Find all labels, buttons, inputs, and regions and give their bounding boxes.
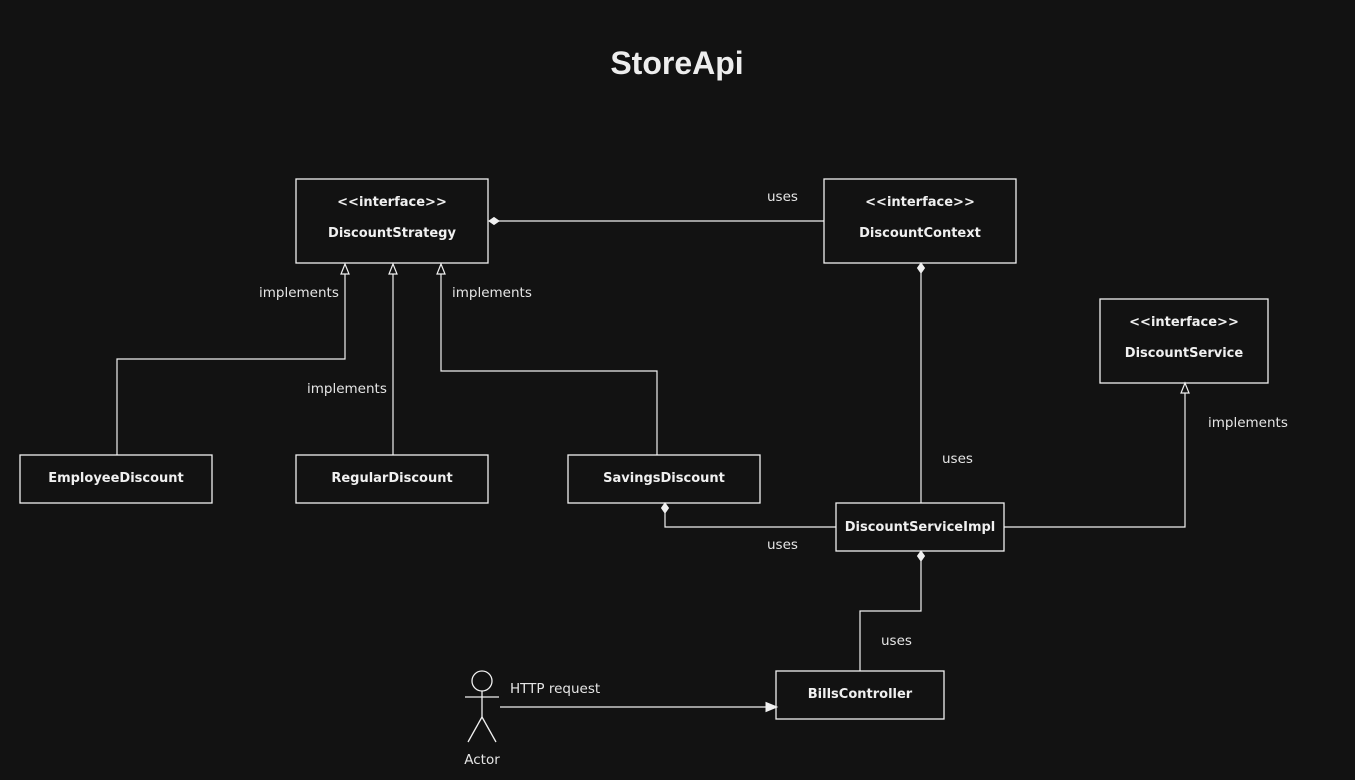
- class-name: DiscountServiceImpl: [845, 520, 996, 535]
- edge-label-implements: implements: [452, 285, 532, 301]
- class-box-employee-discount[interactable]: EmployeeDiscount: [19, 454, 213, 504]
- realization-arrow-marker: [436, 262, 446, 275]
- edge-label-uses: uses: [767, 537, 798, 553]
- realization-arrow-marker: [1180, 381, 1190, 394]
- realization-arrow-marker: [340, 262, 350, 275]
- box-outline: [1099, 298, 1269, 384]
- edge-label-uses: uses: [881, 633, 912, 649]
- class-box-savings-discount[interactable]: SavingsDiscount: [567, 454, 761, 504]
- edge-label-implements: implements: [307, 381, 387, 397]
- actor-right-leg: [481, 716, 497, 743]
- edge-line: [664, 513, 836, 528]
- composition-diamond-marker: [916, 262, 926, 274]
- box-outline: [823, 178, 1017, 264]
- actor-label: Actor: [464, 752, 500, 768]
- box-outline: [567, 454, 761, 504]
- edge-line: [116, 274, 346, 455]
- box-outline: [295, 454, 489, 504]
- edge-label-implements: implements: [259, 285, 339, 301]
- class-box-discount-context[interactable]: <<interface>> DiscountContext: [823, 178, 1017, 264]
- edge-actor-request: HTTP request: [500, 681, 779, 713]
- class-name: SavingsDiscount: [603, 471, 725, 486]
- class-name: DiscountContext: [859, 226, 981, 241]
- stereotype-label: <<interface>>: [337, 195, 447, 210]
- diagram-title: StoreApi: [610, 45, 743, 81]
- composition-diamond-marker: [488, 216, 500, 226]
- edge-line: [859, 561, 922, 671]
- actor-head: [471, 670, 493, 692]
- class-name: EmployeeDiscount: [48, 471, 184, 486]
- edge-label-uses: uses: [942, 451, 973, 467]
- class-box-bills-controller[interactable]: BillsController: [775, 670, 945, 720]
- edge-impl-uses-savings: uses: [660, 502, 836, 553]
- edge-impl-implements-service: implements: [1004, 381, 1288, 528]
- stereotype-label: <<interface>>: [865, 195, 975, 210]
- edge-label-http-request: HTTP request: [510, 681, 600, 697]
- class-box-discount-service[interactable]: <<interface>> DiscountService: [1099, 298, 1269, 384]
- edge-impl-uses-context: uses: [916, 262, 973, 503]
- edge-line: [440, 274, 658, 455]
- box-outline: [775, 670, 945, 720]
- box-outline: [835, 502, 1005, 552]
- class-name: DiscountStrategy: [328, 226, 456, 241]
- edge-label-implements: implements: [1208, 415, 1288, 431]
- realization-arrow-marker: [388, 262, 398, 275]
- box-outline: [19, 454, 213, 504]
- composition-diamond-marker: [916, 550, 926, 562]
- stereotype-label: <<interface>>: [1129, 315, 1239, 330]
- composition-diamond-marker: [660, 502, 670, 514]
- class-name: RegularDiscount: [331, 471, 452, 486]
- edge-employee-implements-strategy: implements: [116, 262, 350, 455]
- edge-context-uses-strategy: uses: [488, 189, 824, 226]
- class-box-discount-service-impl[interactable]: DiscountServiceImpl: [835, 502, 1005, 552]
- class-box-discount-strategy[interactable]: <<interface>> DiscountStrategy: [295, 178, 489, 264]
- edge-controller-uses-impl: uses: [859, 550, 926, 671]
- edge-regular-implements-strategy: implements: [307, 262, 398, 455]
- edge-savings-implements-strategy: implements: [436, 262, 658, 455]
- class-box-regular-discount[interactable]: RegularDiscount: [295, 454, 489, 504]
- edge-line: [1004, 393, 1186, 528]
- actor-figure[interactable]: Actor: [464, 670, 500, 768]
- edge-label-uses: uses: [767, 189, 798, 205]
- box-outline: [295, 178, 489, 264]
- class-name: BillsController: [808, 687, 913, 702]
- class-name: DiscountService: [1125, 346, 1244, 361]
- actor-left-leg: [467, 716, 483, 743]
- arrowhead-marker: [765, 701, 779, 713]
